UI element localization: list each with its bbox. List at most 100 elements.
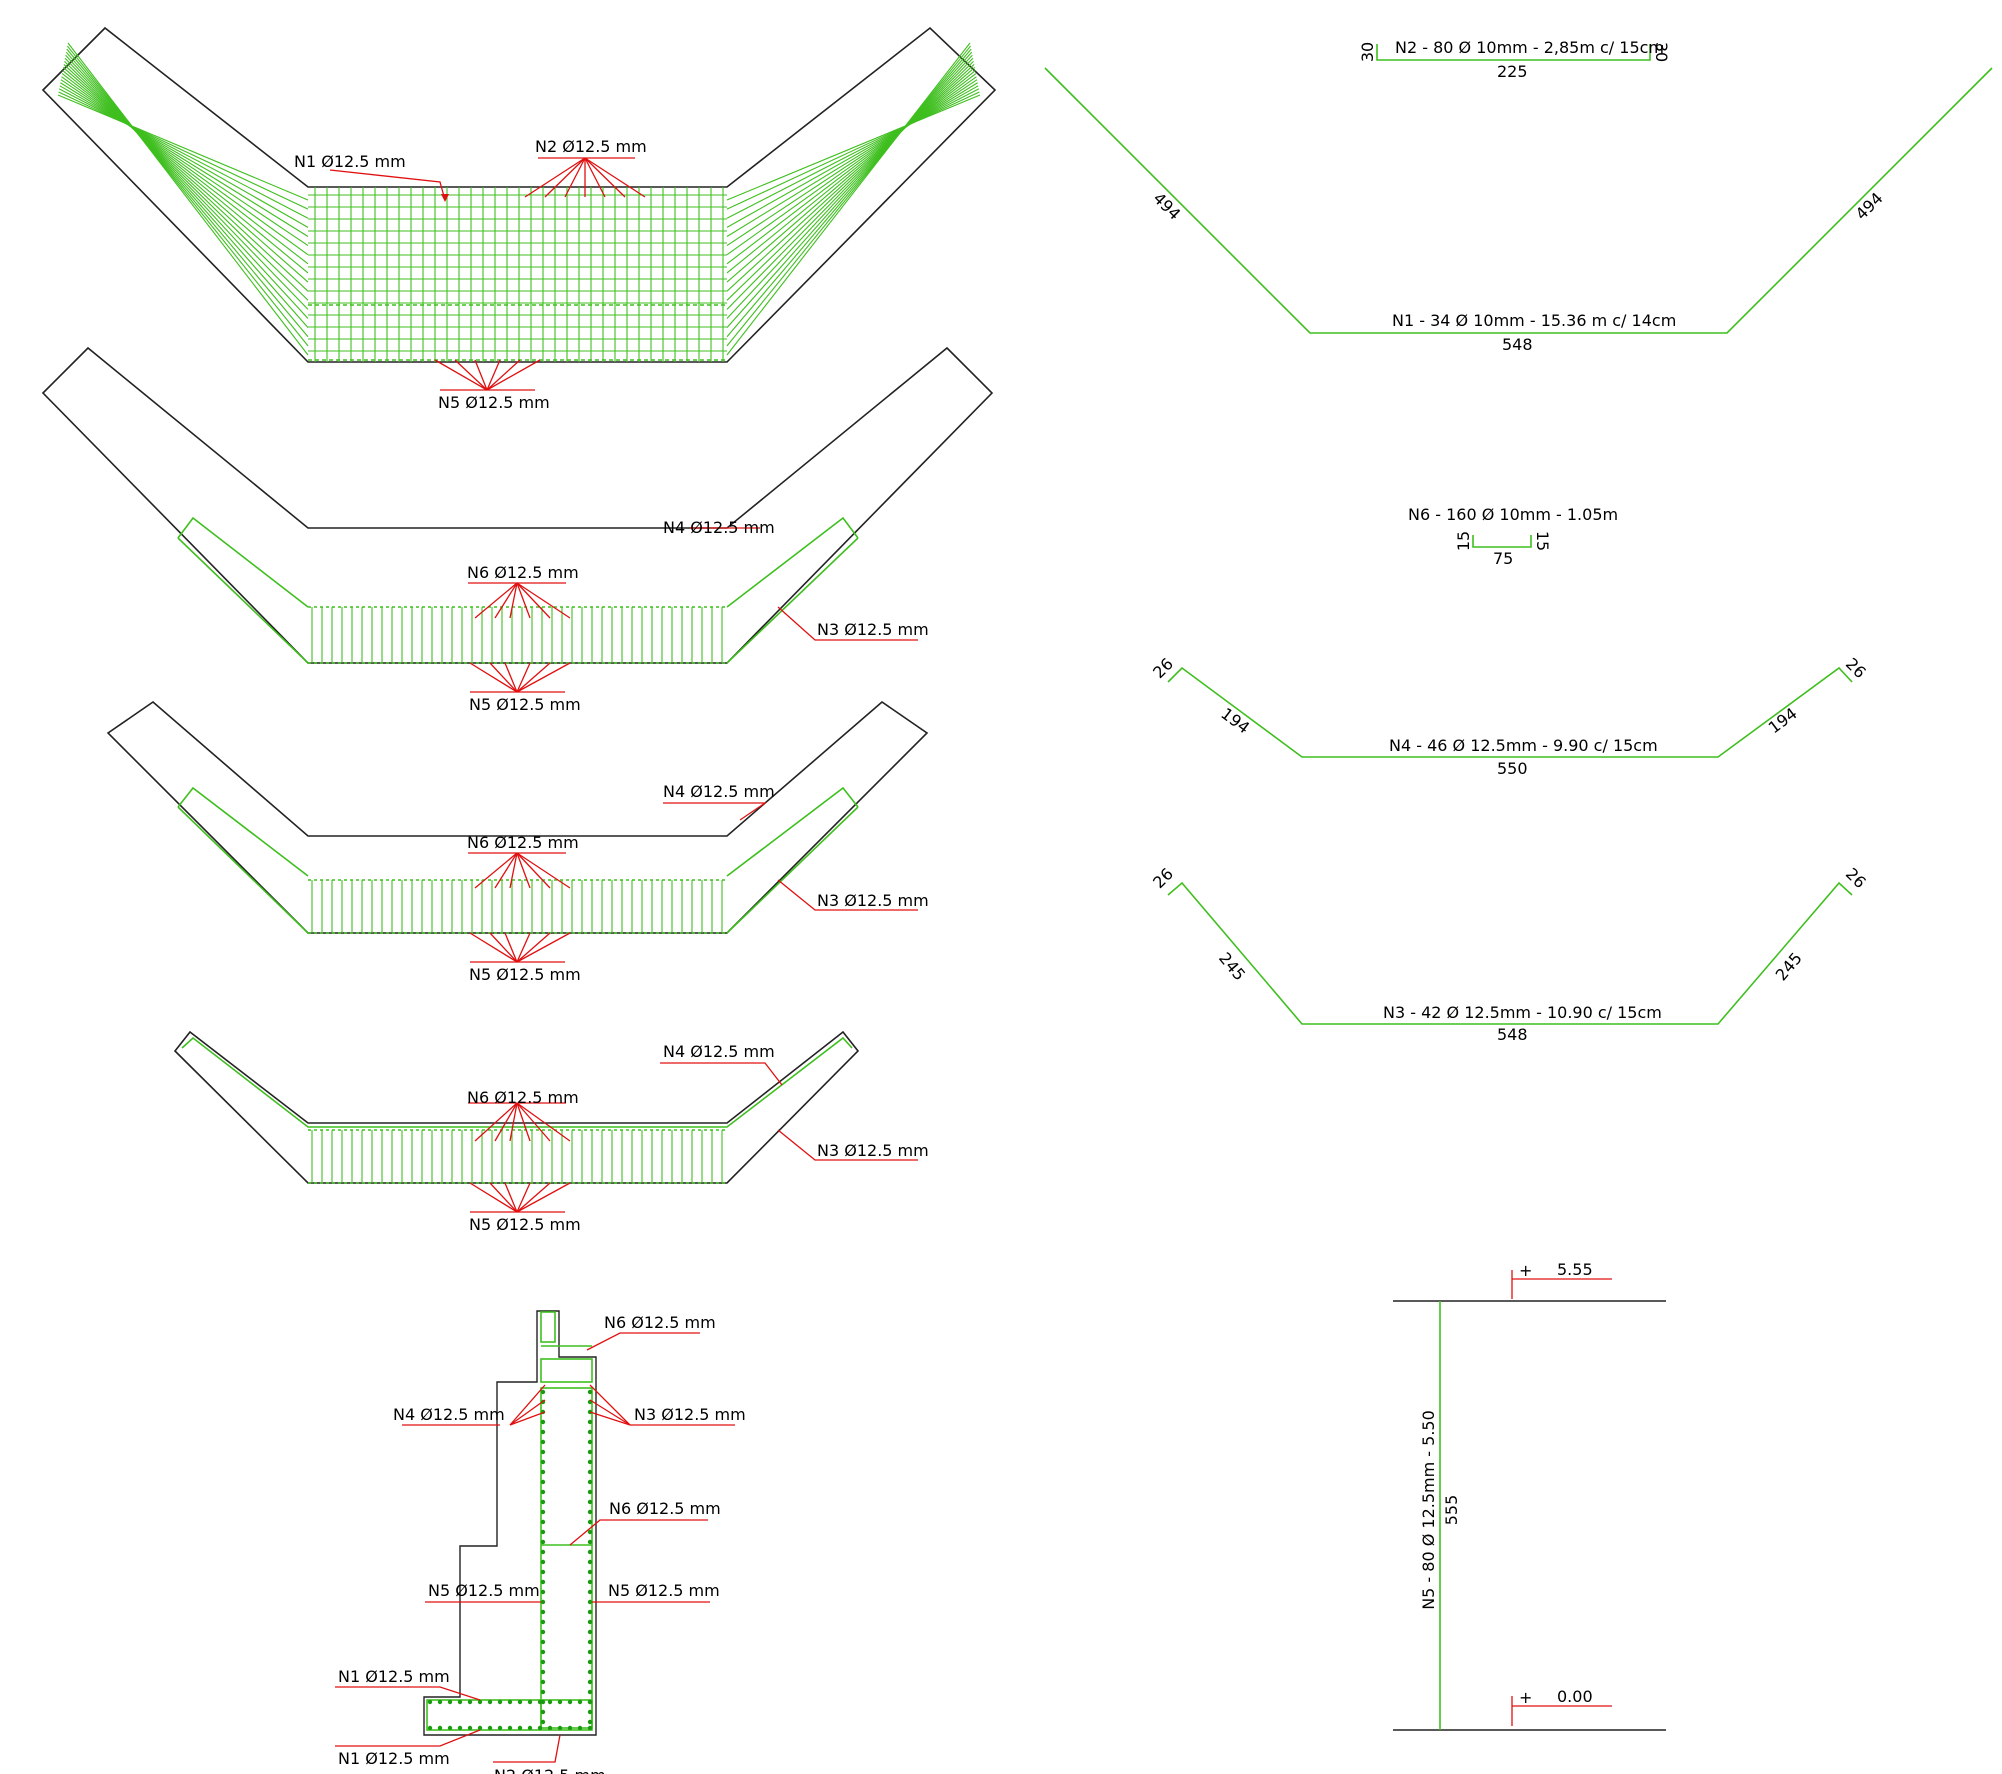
level-bottom: 0.00 — [1557, 1687, 1593, 1706]
leader-line — [474, 582, 518, 619]
section-bar-dot — [540, 1519, 546, 1525]
plan-1-wing-bar — [726, 45, 972, 347]
section-bar-dot — [447, 1725, 453, 1731]
leader-line — [584, 157, 626, 198]
section-bar-dot — [587, 1719, 593, 1725]
section-bar-dot — [587, 1489, 593, 1495]
section-bar-dot — [497, 1725, 503, 1731]
plan-1-wing-bar — [59, 85, 309, 228]
label-n2: N2 Ø12.5 mm — [535, 137, 647, 156]
section-bar-dot — [487, 1725, 493, 1731]
plan-view-3: N4 Ø12.5 mm N6 Ø12.5 mm N3 Ø12.5 mm N5 Ø… — [106, 700, 929, 984]
leader-line — [509, 1399, 546, 1426]
plan-1-wing-bar — [726, 76, 977, 256]
section-bar-dot — [540, 1429, 546, 1435]
plan-1-wing-bar — [726, 60, 974, 301]
section-bar-dot — [577, 1725, 583, 1731]
plan-view-2: N4 Ø12.5 mm N6 Ø12.5 mm N3 Ø12.5 mm N5 Ø… — [41, 346, 994, 714]
section-bar-dot — [437, 1725, 443, 1731]
plan-1-wing-bar — [726, 54, 973, 319]
leader-line — [516, 662, 531, 693]
section-label-n5-right: N5 Ø12.5 mm — [608, 1581, 720, 1600]
leader-line — [516, 932, 551, 963]
leader-line — [474, 359, 488, 391]
section-bar-dot — [467, 1725, 473, 1731]
leader-line — [486, 359, 501, 391]
plan-1-wing-bar — [726, 91, 980, 210]
plan-1-wing-bar — [61, 73, 309, 265]
section-bar-dot — [457, 1699, 463, 1705]
plan-2-stirrups — [308, 606, 727, 664]
section-bar-dot — [587, 1439, 593, 1445]
label-n5-plan-4: N5 Ø12.5 mm — [469, 1215, 581, 1234]
label-n4: N4 Ø12.5 mm — [663, 518, 775, 537]
plan-1-wing-bar — [726, 82, 978, 237]
plan-1-wing-bar — [66, 48, 309, 338]
section-bar-dot — [540, 1419, 546, 1425]
section-bar-dot — [587, 1509, 593, 1515]
leader-line — [486, 359, 521, 391]
plan-1-wing-bar — [726, 70, 976, 274]
section-bar-dot — [587, 1549, 593, 1555]
bar-n3-right-hook: 26 — [1842, 864, 1870, 892]
section-bar-dot — [477, 1699, 483, 1705]
section-bar-dot — [540, 1529, 546, 1535]
bar-n1-detail: N1 - 34 Ø 10mm - 15.36 m c/ 14cm 548 494… — [1044, 67, 1993, 354]
section-bar-dot — [587, 1669, 593, 1675]
label-n3: N3 Ø12.5 mm — [817, 620, 929, 639]
label-n4: N4 Ø12.5 mm — [663, 1042, 775, 1061]
level-mark-bottom: + — [1519, 1688, 1532, 1707]
section-bar-dot — [587, 1569, 593, 1575]
leader-line — [509, 852, 518, 889]
bar-n2-label: N2 - 80 Ø 10mm - 2,85m c/ 15cm — [1395, 38, 1664, 57]
level-mark-top: + — [1519, 1261, 1532, 1280]
leader-line — [474, 1102, 518, 1142]
label-n1: N1 Ø12.5 mm — [294, 152, 406, 171]
section-bar-dot — [587, 1579, 593, 1585]
section-bar-dot — [540, 1599, 546, 1605]
bar-n3-left-hook: 26 — [1149, 864, 1177, 892]
section-bar-dot — [527, 1725, 533, 1731]
section-bar-dot — [557, 1725, 563, 1731]
bar-n4-right-leg: 194 — [1765, 704, 1801, 738]
section-label-n2: N2 Ø12.5 mm — [494, 1766, 606, 1774]
section-label-n1-bottom: N1 Ø12.5 mm — [338, 1749, 450, 1768]
plan-1-wing-bar — [60, 82, 309, 237]
bar-n2-base: 225 — [1497, 62, 1528, 81]
bar-n2-left-leg: 30 — [1358, 42, 1377, 62]
section-bar-dot — [587, 1725, 593, 1731]
leader-line — [516, 582, 571, 619]
plan-1-wing-bar — [726, 94, 981, 201]
section-bar-dot — [540, 1679, 546, 1685]
leader-line — [544, 157, 586, 198]
bar-n5-detail: + 5.55 + 0.00 N5 - 80 Ø 12.5mm - 5.50 55… — [1393, 1260, 1666, 1731]
section-bar-dot — [557, 1699, 563, 1705]
label-n3: N3 Ø12.5 mm — [817, 1141, 929, 1160]
plan-1-wing-bar — [63, 64, 309, 292]
plan-4-stirrups — [308, 1129, 727, 1184]
section-bar-dot — [540, 1709, 546, 1715]
section-bar-dot — [587, 1469, 593, 1475]
leader-line — [494, 582, 518, 619]
section-bar-dot — [540, 1479, 546, 1485]
section-bar-dot — [587, 1609, 593, 1615]
section-bar-dot — [540, 1659, 546, 1665]
section-bar-dot — [547, 1725, 553, 1731]
leader-line — [489, 1182, 518, 1213]
section-bar-dot — [587, 1419, 593, 1425]
section-bar-dot — [587, 1639, 593, 1645]
leader-line — [516, 662, 551, 693]
plan-1-wing-bar — [64, 60, 309, 301]
plan-view-4: N4 Ø12.5 mm N6 Ø12.5 mm N3 Ø12.5 mm N5 Ø… — [173, 1030, 929, 1234]
section-bar-dot — [540, 1589, 546, 1595]
section-bar-dot — [517, 1699, 523, 1705]
section-bar-dot — [587, 1559, 593, 1565]
section-bar-dot — [540, 1629, 546, 1635]
bar-n2-detail: N2 - 80 Ø 10mm - 2,85m c/ 15cm 225 30 30 — [1358, 38, 1671, 81]
leader-line — [474, 852, 518, 889]
leader-line — [589, 1384, 631, 1426]
section-bar-dot — [587, 1449, 593, 1455]
plan-1-wing-bar — [57, 94, 309, 201]
section-bar-dot — [540, 1449, 546, 1455]
